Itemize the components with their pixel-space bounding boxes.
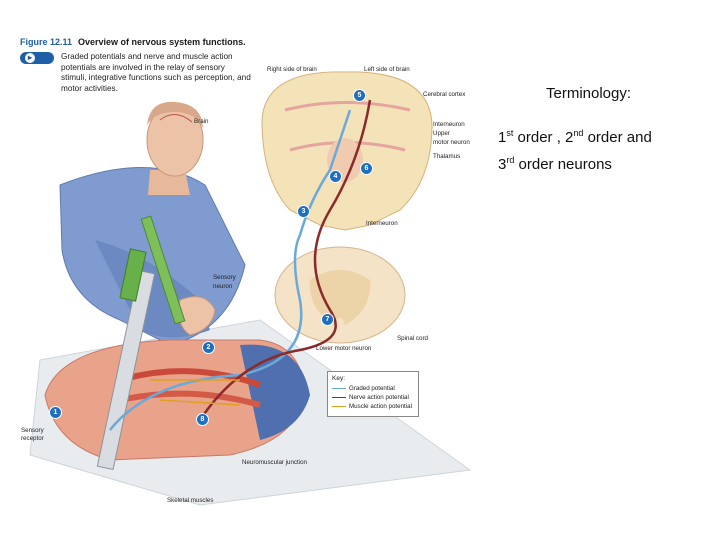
label-lower-motor-neuron: Lower motor neuron [316,345,371,352]
label-sensory-neuron-2: neuron [213,283,232,290]
figure-number: Figure 12.11 [20,37,72,47]
step-marker-4: 4 [329,170,342,183]
terminology-line-1: 1st order , 2nd order and [498,122,713,149]
label-interneuron-top: Interneuron [433,121,465,128]
step-marker-1: 1 [49,406,62,419]
label-left-side-brain: Left side of brain [364,66,410,73]
key-item-nerve: Nerve action potential [332,394,409,401]
step-marker-8: 8 [196,413,209,426]
terminology-line-2: 3rd order neurons [498,149,713,176]
step-marker-3: 3 [297,205,310,218]
key-item-muscle: Muscle action potential [332,403,412,410]
label-cerebral-cortex: Cerebral cortex [423,91,465,98]
step-marker-6: 6 [360,162,373,175]
key-swatch-graded [332,388,346,389]
terminology-heading: Terminology: [546,85,713,102]
label-sensory-neuron-1: Sensory [213,274,236,281]
figure-name: Overview of nervous system functions. [78,37,246,47]
nervous-system-figure: Figure 12.11 Overview of nervous system f… [0,0,480,540]
step-marker-7: 7 [321,313,334,326]
step-marker-2: 2 [202,341,215,354]
figure-key: Key: Graded potential Nerve action poten… [327,371,419,417]
play-icon[interactable]: ▸ [20,52,54,64]
label-interneuron-bottom: Interneuron [366,220,398,227]
key-item-graded: Graded potential [332,385,395,392]
step-marker-5: 5 [353,89,366,102]
figure-title: Figure 12.11 Overview of nervous system f… [20,37,246,47]
label-sensory-receptor-1: Sensory [21,427,44,434]
terminology-panel: Terminology: 1st order , 2nd order and 3… [498,85,713,176]
label-upper-motor-1: Upper [433,130,450,137]
label-spinal-cord: Spinal cord [397,335,428,342]
label-right-side-brain: Right side of brain [267,66,317,73]
label-skeletal-muscles: Skeletal muscles [167,497,213,504]
label-sensory-receptor-2: receptor [21,435,44,442]
label-brain: Brain [194,118,208,125]
label-neuromuscular-junction: Neuromuscular junction [242,459,307,466]
figure-caption: Graded potentials and nerve and muscle a… [61,52,251,94]
key-title: Key: [332,375,345,382]
label-upper-motor-2: motor neuron [433,139,470,146]
label-thalamus: Thalamus [433,153,460,160]
key-swatch-muscle [332,406,346,407]
key-swatch-nerve [332,397,346,398]
